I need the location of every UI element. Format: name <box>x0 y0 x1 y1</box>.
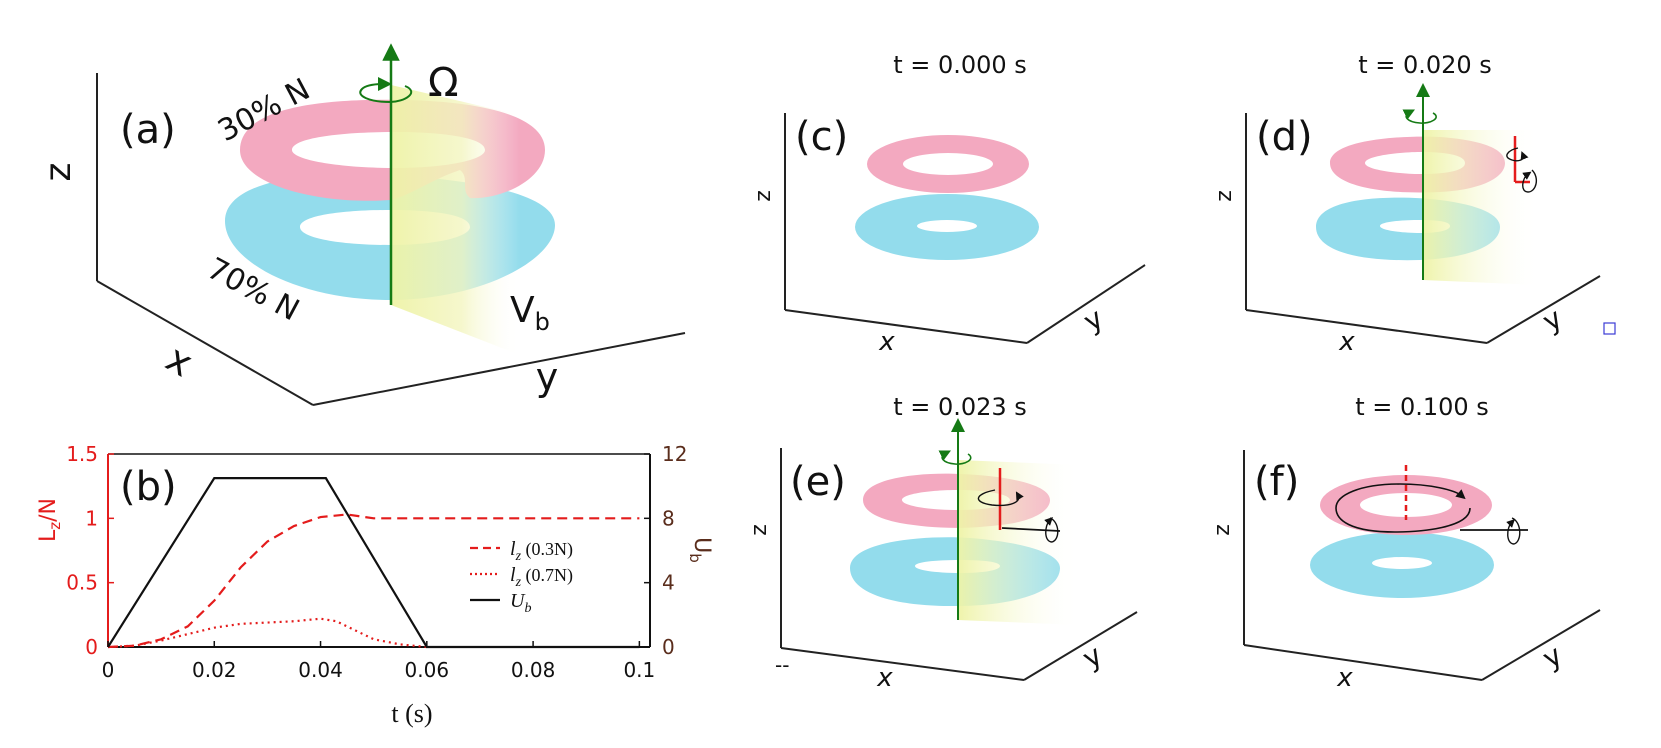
panel-d-label: (d) <box>1256 114 1313 160</box>
legend-label-part: U <box>510 590 526 612</box>
panel-e-axis-z: z <box>747 524 772 536</box>
legend-label-part: (0.7N) <box>521 565 573 586</box>
panel-e-boundary-sheet <box>958 460 1080 625</box>
panel-e-axes <box>780 448 1138 681</box>
panel-f-blue-ring <box>1309 531 1494 599</box>
panel-a-boundary-sheet <box>391 85 520 355</box>
panel-c-label: (c) <box>795 114 848 160</box>
panel-d-axes <box>1245 113 1601 344</box>
legend-label-part: (0.3N) <box>521 539 573 560</box>
y-right-tick-label: 12 <box>662 442 687 466</box>
legend-label-0: lz (0.3N) <box>510 538 573 564</box>
legend-label-1: lz (0.7N) <box>510 564 573 590</box>
panel-c-blue-ring <box>855 194 1039 260</box>
panel-d-time: t = 0.020 s <box>1358 51 1492 79</box>
panel-d-circulation-icon <box>1506 147 1529 162</box>
panel-e: t = 0.023 s (e) z x y -- <box>747 393 1138 693</box>
panel-d-small-square-icon <box>1603 322 1616 335</box>
panel-f-axes <box>1243 450 1601 681</box>
panel-d-rotation-arrow-icon <box>1402 109 1437 124</box>
legend-label-2: Ub <box>510 590 531 616</box>
series-line-1 <box>107 617 427 649</box>
panel-e-circulation-icon-2 <box>1044 517 1059 543</box>
panel-e-time: t = 0.023 s <box>893 393 1027 421</box>
panel-c-axes <box>784 113 1146 344</box>
panel-d-circulation-icon-2 <box>1522 169 1538 193</box>
y-left-axis-label-part: L <box>36 529 61 542</box>
y-left-axis-label-part: z <box>46 522 64 530</box>
y-left-axis-label-part: /N <box>36 498 61 522</box>
x-tick-label: 0.02 <box>192 658 237 682</box>
panel-e-axis-y: y <box>1077 638 1108 675</box>
panel-a-axes <box>96 73 686 406</box>
panel-e-shed-line <box>1001 527 1061 532</box>
panel-c-pink-ring <box>867 135 1029 193</box>
y-right-axis-label-part: U <box>689 537 714 553</box>
x-tick-label: 0.1 <box>623 658 655 682</box>
panel-d-axis-x: x <box>1338 327 1355 357</box>
panel-a: z x y (a) Ω 30% N 70% N Vb <box>38 43 686 406</box>
panel-f-axis-y: y <box>1537 638 1568 675</box>
panel-a-vb-label: Vb <box>510 290 550 336</box>
y-right-tick-label: 4 <box>662 571 675 595</box>
panel-f-time: t = 0.100 s <box>1355 393 1489 421</box>
y-left-tick-label: 1 <box>85 506 98 530</box>
panel-c-axis-z: z <box>751 190 776 202</box>
legend-label-part: l <box>510 538 516 560</box>
x-tick-label: 0.04 <box>298 658 343 682</box>
panel-f-circulation-loop <box>1335 483 1471 533</box>
panel-e-corner-mark: -- <box>775 653 789 677</box>
panel-d-axis-y: y <box>1537 301 1568 338</box>
panel-f-axis-z: z <box>1210 524 1235 536</box>
panel-a-rotation-arrow-icon <box>359 77 413 104</box>
series-line-2 <box>107 477 640 649</box>
panel-c: t = 0.000 s (c) z x y <box>751 51 1146 357</box>
panel-f: t = 0.100 s (f) z x y <box>1210 393 1601 693</box>
panel-a-axis-z: z <box>38 163 79 182</box>
y-left-axis-label: Lz/N <box>36 498 64 542</box>
panel-c-axis-y: y <box>1078 301 1109 338</box>
panel-b-label: (b) <box>120 464 177 510</box>
panel-e-circulation-icon <box>977 489 1024 507</box>
series-line-0 <box>107 513 640 649</box>
y-right-axis-label-part: b <box>686 553 704 563</box>
panel-d-axis-z: z <box>1212 190 1237 202</box>
legend-label-part: b <box>524 601 531 616</box>
panel-f-axis-x: x <box>1336 663 1353 693</box>
panel-e-axis-x: x <box>876 663 893 693</box>
panel-b: (b) 0 0.02 0.04 0.06 0.08 0.1 0 0.5 1 1.5 0 4 8 12 t (… <box>36 442 714 728</box>
y-right-axis-label: Ub <box>686 537 714 563</box>
legend-label-part: z <box>515 575 522 590</box>
panel-b-chart: 0 0.02 0.04 0.06 0.08 0.1 0 0.5 1 1.5 0 4 8 12 t (s) Lz… <box>36 442 714 728</box>
panel-e-rotation-arrow-icon <box>938 450 972 465</box>
panel-c-axis-x: x <box>878 327 895 357</box>
panel-f-circulation-icon <box>1506 517 1521 545</box>
panel-a-axis-y: y <box>536 355 559 399</box>
x-axis-label: t (s) <box>391 699 432 728</box>
y-left-tick-label: 0.5 <box>66 571 98 595</box>
y-right-tick-label: 0 <box>662 635 675 659</box>
panel-e-label: (e) <box>790 459 846 505</box>
x-tick-label: 0.08 <box>511 658 556 682</box>
legend-label-part: l <box>510 564 516 586</box>
panel-c-time: t = 0.000 s <box>893 51 1027 79</box>
legend-label-part: z <box>515 549 522 564</box>
y-right-tick-label: 8 <box>662 506 675 530</box>
panel-d: t = 0.020 s (d) z x y <box>1212 51 1616 357</box>
panel-f-label: (f) <box>1254 459 1299 505</box>
panel-a-omega-label: Ω <box>428 60 459 106</box>
panel-a-label: (a) <box>120 107 176 153</box>
y-left-tick-label: 0 <box>85 635 98 659</box>
y-left-tick-label: 1.5 <box>66 442 98 466</box>
x-tick-label: 0 <box>102 658 115 682</box>
panel-d-boundary-sheet <box>1423 130 1540 285</box>
x-tick-label: 0.06 <box>405 658 450 682</box>
panel-a-axis-x: x <box>159 336 200 385</box>
